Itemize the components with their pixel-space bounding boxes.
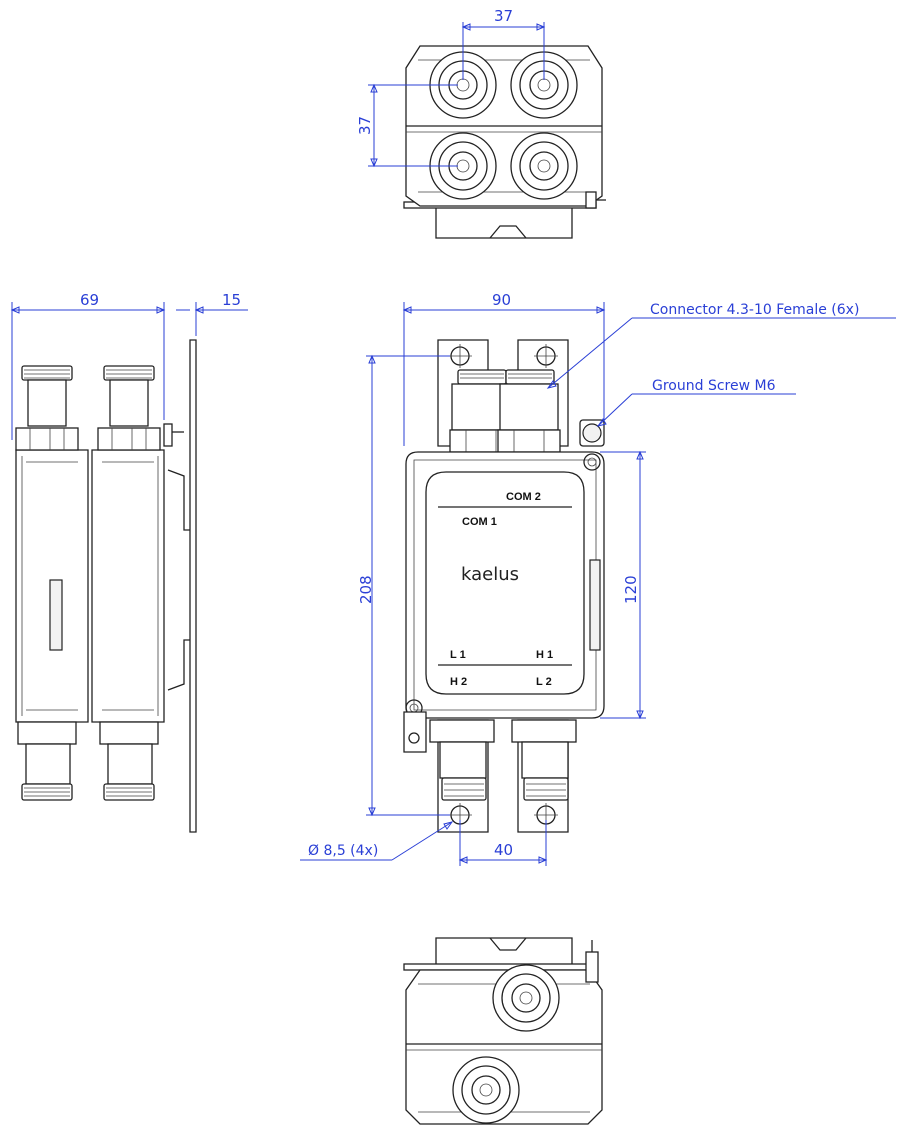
hole-diameter-label: Ø 8,5 (4x) [308, 843, 378, 859]
top-width-label: 37 [494, 7, 513, 25]
top-connector-4 [510, 132, 578, 200]
port-com1-label: COM 1 [462, 516, 497, 528]
side-view: 69 15 [10, 291, 248, 833]
side-width-label: 69 [80, 291, 99, 309]
side-offset-label: 15 [222, 291, 241, 309]
side-connector-top-2 [97, 365, 161, 451]
top-height-label: 37 [356, 116, 374, 135]
port-l1-label: L 1 [450, 649, 466, 661]
connector-callout [546, 317, 896, 389]
port-l2-label: L 2 [536, 676, 552, 688]
bottom-view [403, 937, 603, 1125]
front-body-height-dimension [600, 450, 646, 720]
ground-screw-callout-label: Ground Screw M6 [652, 378, 776, 394]
hole-diameter-leader [300, 821, 454, 861]
side-connector-top-1 [15, 365, 79, 451]
front-connector-bottom-1 [429, 719, 495, 801]
top-height-dimension [368, 83, 458, 168]
side-connector-bottom-2 [99, 721, 159, 801]
bottom-connector-2 [452, 1056, 520, 1124]
top-view: 37 37 [356, 7, 606, 239]
port-h1-label: H 1 [536, 649, 553, 661]
bottom-connector-1 [492, 964, 560, 1032]
front-connector-top-2 [497, 369, 561, 453]
top-width-dimension [461, 22, 546, 80]
port-h2-label: H 2 [450, 676, 467, 688]
front-body-height-label: 120 [622, 575, 640, 604]
side-connector-bottom-1 [17, 721, 77, 801]
front-width-label: 90 [492, 291, 511, 309]
connector-callout-label: Connector 4.3-10 Female (6x) [650, 302, 859, 318]
side-offset-dimension [176, 302, 248, 336]
ground-screw-callout [596, 393, 796, 427]
hole-spacing-label: 40 [494, 841, 513, 859]
port-com2-label: COM 2 [506, 491, 541, 503]
front-height-dimension [366, 354, 450, 817]
front-height-label: 208 [357, 575, 375, 604]
front-connector-bottom-2 [511, 719, 577, 801]
front-width-dimension [402, 302, 606, 446]
brand-logo: kaelus [461, 564, 519, 585]
front-view: COM 2 COM 1 kaelus L 1 H 1 H 2 L 2 [300, 291, 896, 866]
hole-spacing-dimension [458, 820, 548, 866]
side-width-dimension [10, 302, 166, 440]
